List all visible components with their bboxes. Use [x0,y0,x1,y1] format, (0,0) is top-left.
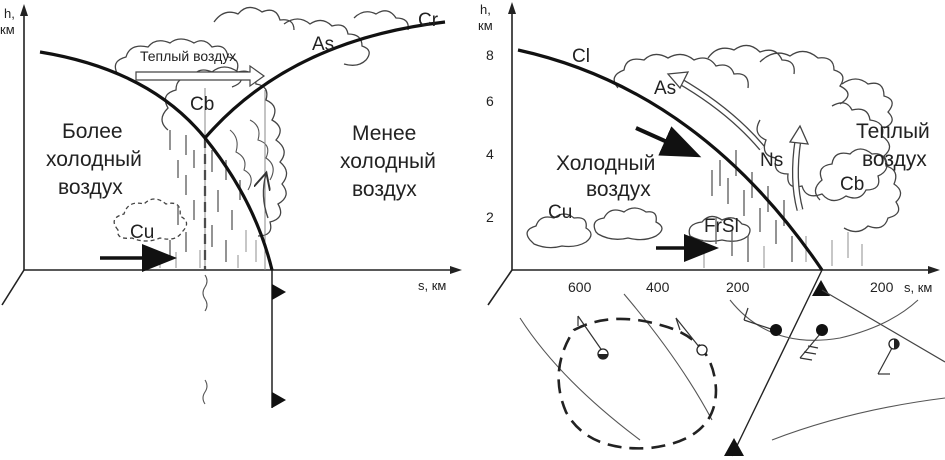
right-cold-air-arrow-upper-icon [635,126,702,158]
right-cb-cloud [814,148,902,233]
right-updraft-arrow-fill [793,139,803,211]
right-warm-air-1: Теплый [856,120,930,143]
left-wavy-line-bottom [202,379,208,405]
left-wavy-line-top [202,274,208,312]
station-model-3 [743,307,782,336]
right-cu-clouds [526,207,751,249]
right-cold-front-surface [517,48,824,271]
right-cl-label: Cl [572,46,590,67]
right-upglide-arrow-body [676,76,765,151]
left-cold-front-triangle-2-icon [272,392,286,408]
left-cu-cloud [113,198,188,242]
left-cb-inner-lines [229,119,274,191]
left-x-axis-label: s, км [418,278,446,293]
left-precipitation [159,130,257,268]
right-precip-area-outline [557,317,718,450]
left-upper-cloud [114,6,409,88]
left-panel: h,км s, км Cu [0,4,462,408]
station-filled-circle-icon [816,324,828,336]
right-x-tick-600: 600 [568,279,592,295]
right-ns-label: Ns [760,150,783,171]
right-panel: h,км 8 6 4 2 600 400 200 200 s, км [478,2,945,457]
left-cold-front-triangle-icon [272,284,286,300]
right-warm-sector-line [821,289,945,363]
right-cb-label: Cb [840,174,864,195]
station-filled-circle-icon [770,324,782,336]
right-x-axis-label: s, км [904,280,932,295]
right-x-tick-200: 200 [726,279,750,295]
right-surface-front-line [731,269,823,457]
right-as-label: As [654,78,676,99]
left-cb-label: Cb [190,94,214,115]
station-model-1 [577,315,609,360]
right-x-tick-400: 400 [646,279,670,295]
right-x-arrow-icon [928,266,940,274]
left-warm-air-arrow-icon [135,64,266,88]
left-less-cold-air-1: Менее [352,122,416,145]
left-less-cold-air-2: холодный [340,150,436,173]
right-y-tick-2: 2 [486,209,494,225]
right-y-tick-8: 8 [486,47,494,63]
left-colder-air-1: Более [62,120,123,143]
right-depth-axis [487,269,513,306]
right-x-tick-200-warm: 200 [870,279,894,295]
left-as-label: As [312,34,334,55]
station-model-2 [675,317,708,356]
left-y-axis-label: h,км [0,6,15,37]
right-upglide-arrow-fill [676,78,764,150]
right-ns-cloud [756,102,891,202]
left-y-arrow-icon [20,4,28,16]
right-y-tick-6: 6 [486,93,494,109]
left-upper-front-surface [203,20,446,140]
left-updraft-arrow-icon [263,174,268,219]
left-cr-label: Cr [418,10,439,31]
left-colder-air-2: холодный [46,148,142,171]
left-x-arrow-icon [450,266,462,274]
right-as-cloud [613,44,893,129]
left-depth-axis [1,269,25,306]
right-cold-air-2: воздух [586,178,651,201]
right-updraft-arrow-icon [788,124,810,145]
right-upglide-arrow-icon [666,71,690,90]
right-y-axis-label: h,км [478,2,493,33]
right-isobar-4 [771,397,945,441]
right-cu-label: Cu [548,202,572,223]
right-isobar-2 [623,293,713,421]
station-model-4 [799,324,828,361]
left-colder-air-3: воздух [58,176,123,199]
station-model-5 [877,338,900,375]
left-cb-cloud [161,66,288,237]
right-y-arrow-icon [508,2,516,14]
right-warm-air-2: воздух [862,148,927,171]
left-less-cold-air-3: воздух [352,178,417,201]
left-cu-label: Cu [130,222,154,243]
right-cold-air-1: Холодный [556,152,655,175]
left-warm-air-label: Теплый воздух [140,48,236,64]
right-front-triangle-bottom-icon [724,438,744,456]
right-isobar-1 [519,317,641,441]
right-y-tick-4: 4 [486,146,494,162]
station-circle-icon [696,344,708,356]
right-frsl-label: FrSl [704,216,739,237]
